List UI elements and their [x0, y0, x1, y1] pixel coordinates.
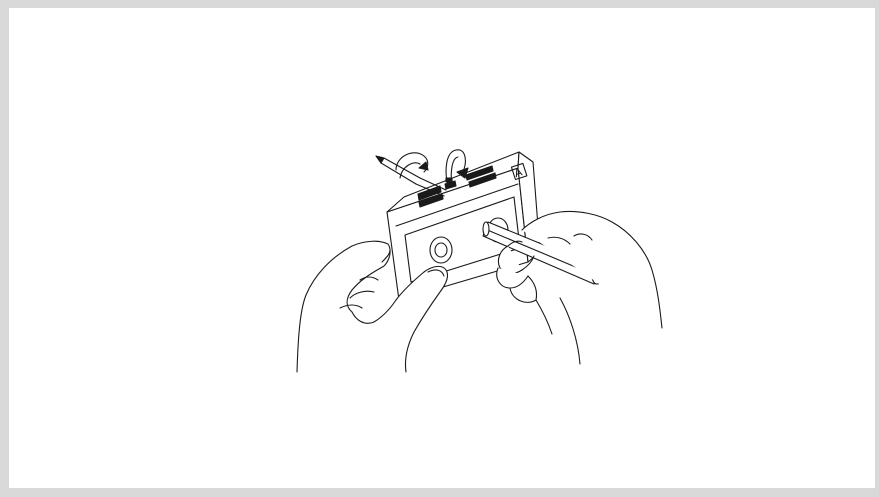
cassette-winding-illustration: A — [0, 0, 879, 497]
